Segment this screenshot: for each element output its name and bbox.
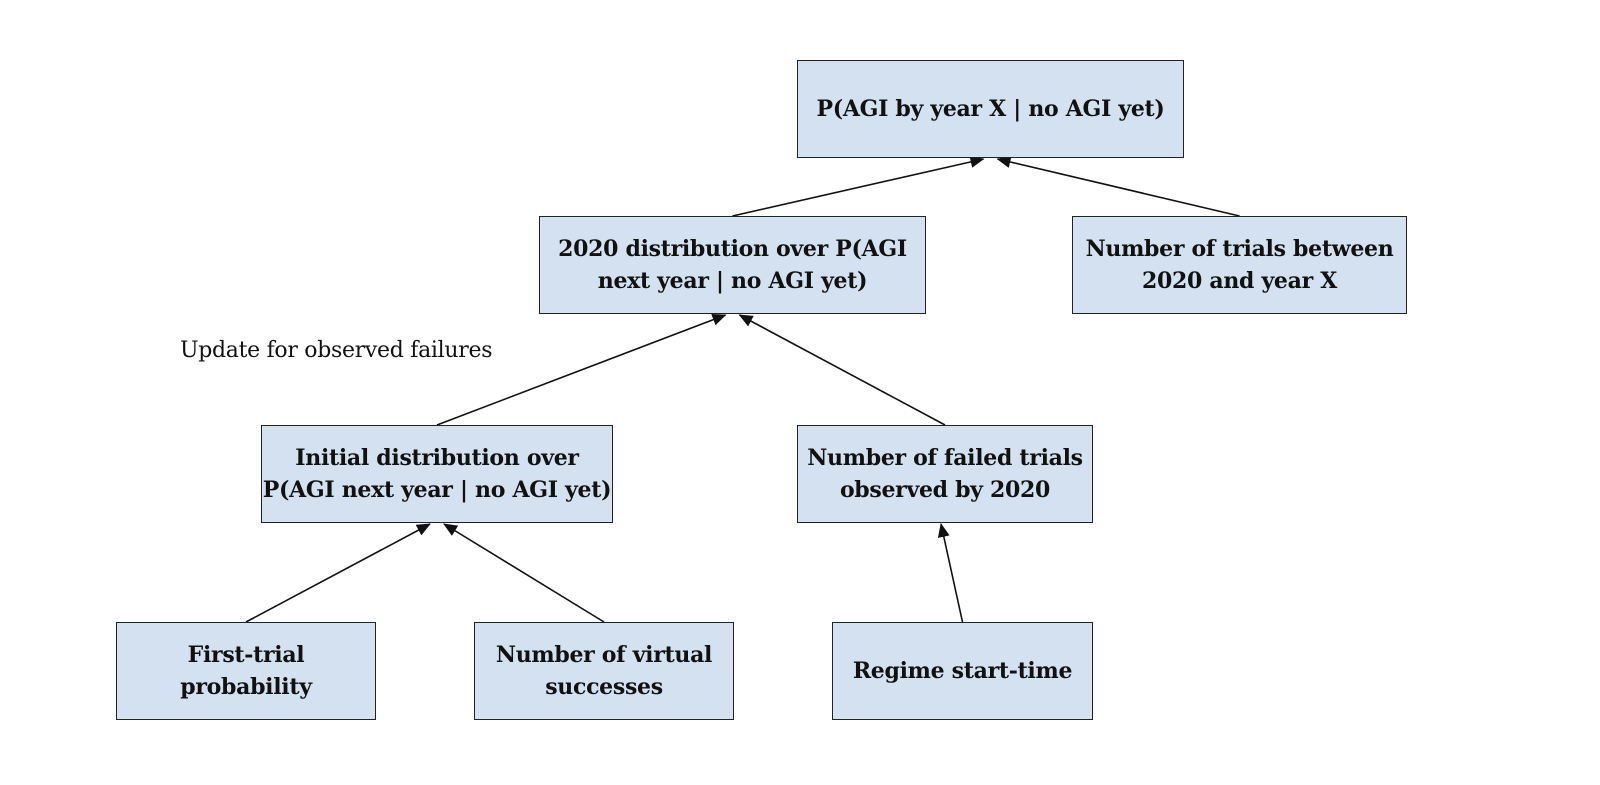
arrow-failed-to-dist2020 bbox=[738, 314, 946, 426]
node-text: First-trial probability bbox=[180, 639, 312, 703]
arrow-firsttrial-to-initial bbox=[245, 523, 431, 623]
node-text: Number of failed trials observed by 2020 bbox=[807, 442, 1083, 506]
node-text: Regime start-time bbox=[852, 655, 1073, 687]
node-first-trial-probability: First-trial probability bbox=[116, 622, 376, 720]
node-text-line: next year | no AGI yet) bbox=[597, 268, 868, 294]
node-2020-distribution: 2020 distribution over P(AGI next year |… bbox=[539, 216, 926, 314]
node-text-line: Number of trials between bbox=[1085, 236, 1394, 262]
node-text: Number of trials between 2020 and year X bbox=[1086, 233, 1394, 297]
arrow-regime-to-failed bbox=[937, 523, 964, 623]
node-text-line: probability bbox=[180, 674, 312, 700]
node-text: Initial distribution over P(AGI next yea… bbox=[262, 442, 612, 506]
node-text-line: successes bbox=[545, 674, 663, 700]
arrow-trials-to-top bbox=[996, 156, 1240, 217]
node-text-line: observed by 2020 bbox=[839, 477, 1051, 503]
node-text-line: Number of virtual bbox=[495, 642, 713, 668]
node-text: Number of virtual successes bbox=[495, 639, 713, 703]
node-text-line: Regime start-time bbox=[852, 658, 1073, 684]
node-initial-distribution: Initial distribution over P(AGI next yea… bbox=[261, 425, 613, 523]
node-text-line: 2020 distribution over P(AGI bbox=[558, 236, 907, 262]
node-text-line: P(AGI by year X | no AGI yet) bbox=[816, 96, 1165, 122]
node-number-of-trials: Number of trials between 2020 and year X bbox=[1072, 216, 1407, 314]
node-text-line: Number of failed trials bbox=[807, 445, 1083, 471]
node-failed-trials: Number of failed trials observed by 2020 bbox=[797, 425, 1093, 523]
annotation-update-label: Update for observed failures bbox=[180, 338, 493, 363]
arrow-initial-to-dist2020 bbox=[436, 314, 727, 426]
node-text-line: First-trial bbox=[187, 642, 305, 668]
node-p-agi-by-year-x: P(AGI by year X | no AGI yet) bbox=[797, 60, 1184, 158]
node-text: P(AGI by year X | no AGI yet) bbox=[816, 93, 1164, 125]
arrow-dist2020-to-top bbox=[732, 156, 985, 217]
node-text-line: P(AGI next year | no AGI yet) bbox=[262, 477, 612, 503]
node-text: 2020 distribution over P(AGI next year |… bbox=[558, 233, 907, 297]
node-text-line: 2020 and year X bbox=[1141, 268, 1338, 294]
node-text-line: Initial distribution over bbox=[295, 445, 579, 471]
node-regime-start-time: Regime start-time bbox=[832, 622, 1093, 720]
arrow-virtual-to-initial bbox=[443, 523, 605, 623]
node-virtual-successes: Number of virtual successes bbox=[474, 622, 734, 720]
